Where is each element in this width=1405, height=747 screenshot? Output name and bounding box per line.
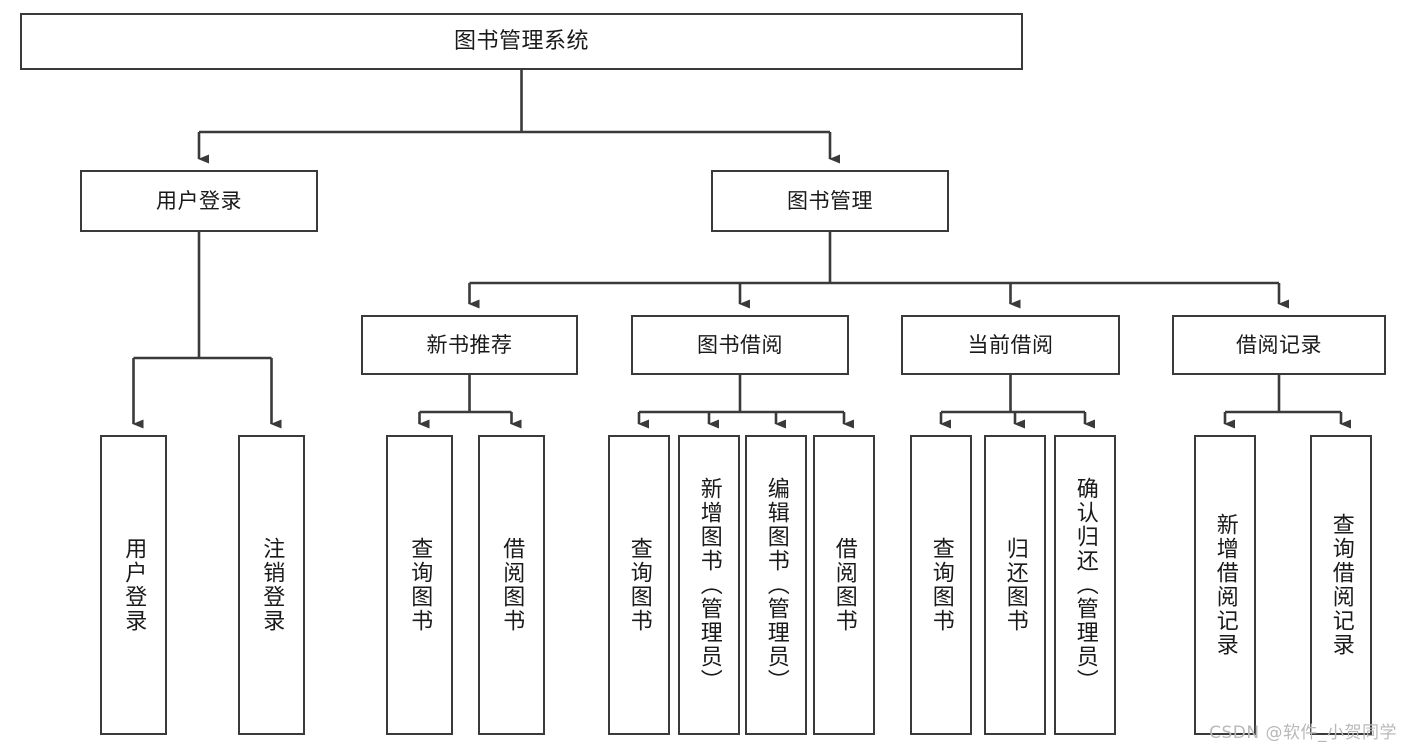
node-leaf-borrow-add[interactable]: 新增图书（管理员）: [678, 435, 740, 735]
node-label: 当前借阅: [967, 332, 1054, 357]
node-leaf-rec-query[interactable]: 查询图书: [386, 435, 453, 735]
node-book-borrow[interactable]: 图书借阅: [631, 315, 849, 375]
node-label: 借阅图书: [831, 537, 857, 633]
node-label: 查询图书: [928, 537, 954, 633]
node-label: 借阅图书: [499, 537, 525, 633]
node-leaf-cur-confirm[interactable]: 确认归还（管理员）: [1054, 435, 1116, 735]
node-label: 新增图书（管理员）: [696, 477, 722, 693]
node-label: 注销登录: [259, 537, 285, 633]
node-label: 查询图书: [407, 537, 433, 633]
node-label: 用户登录: [121, 537, 147, 633]
node-leaf-cur-query[interactable]: 查询图书: [910, 435, 972, 735]
node-label: 查询借阅记录: [1328, 513, 1354, 657]
node-current-borrow[interactable]: 当前借阅: [901, 315, 1120, 375]
node-leaf-cur-return[interactable]: 归还图书: [984, 435, 1046, 735]
node-leaf-borrow-edit[interactable]: 编辑图书（管理员）: [745, 435, 807, 735]
node-label: 图书管理: [787, 188, 873, 213]
node-label: 新书推荐: [426, 332, 513, 357]
node-borrow-record[interactable]: 借阅记录: [1172, 315, 1386, 375]
node-leaf-user-logout[interactable]: 注销登录: [238, 435, 305, 735]
node-leaf-rec-search[interactable]: 查询借阅记录: [1310, 435, 1372, 735]
watermark-text: CSDN @软件_小贺同学: [1209, 723, 1397, 743]
node-label: 图书管理系统: [453, 28, 589, 54]
node-label: 编辑图书（管理员）: [763, 477, 789, 693]
node-label: 用户登录: [156, 188, 242, 213]
node-label: 图书借阅: [697, 332, 783, 357]
node-book-manage[interactable]: 图书管理: [711, 170, 949, 232]
node-label: 确认归还（管理员）: [1072, 477, 1098, 693]
node-leaf-user-login[interactable]: 用户登录: [100, 435, 167, 735]
node-label: 归还图书: [1002, 537, 1028, 633]
node-label: 查询图书: [626, 537, 652, 633]
node-root-system[interactable]: 图书管理系统: [20, 13, 1023, 70]
node-label: 新增借阅记录: [1212, 513, 1238, 657]
node-label: 借阅记录: [1236, 332, 1322, 357]
node-new-book-rec[interactable]: 新书推荐: [361, 315, 578, 375]
node-leaf-borrow-lend[interactable]: 借阅图书: [813, 435, 875, 735]
node-user-login[interactable]: 用户登录: [80, 170, 318, 232]
node-leaf-borrow-query[interactable]: 查询图书: [608, 435, 670, 735]
node-leaf-rec-add[interactable]: 新增借阅记录: [1194, 435, 1256, 735]
node-leaf-rec-borrow[interactable]: 借阅图书: [478, 435, 545, 735]
